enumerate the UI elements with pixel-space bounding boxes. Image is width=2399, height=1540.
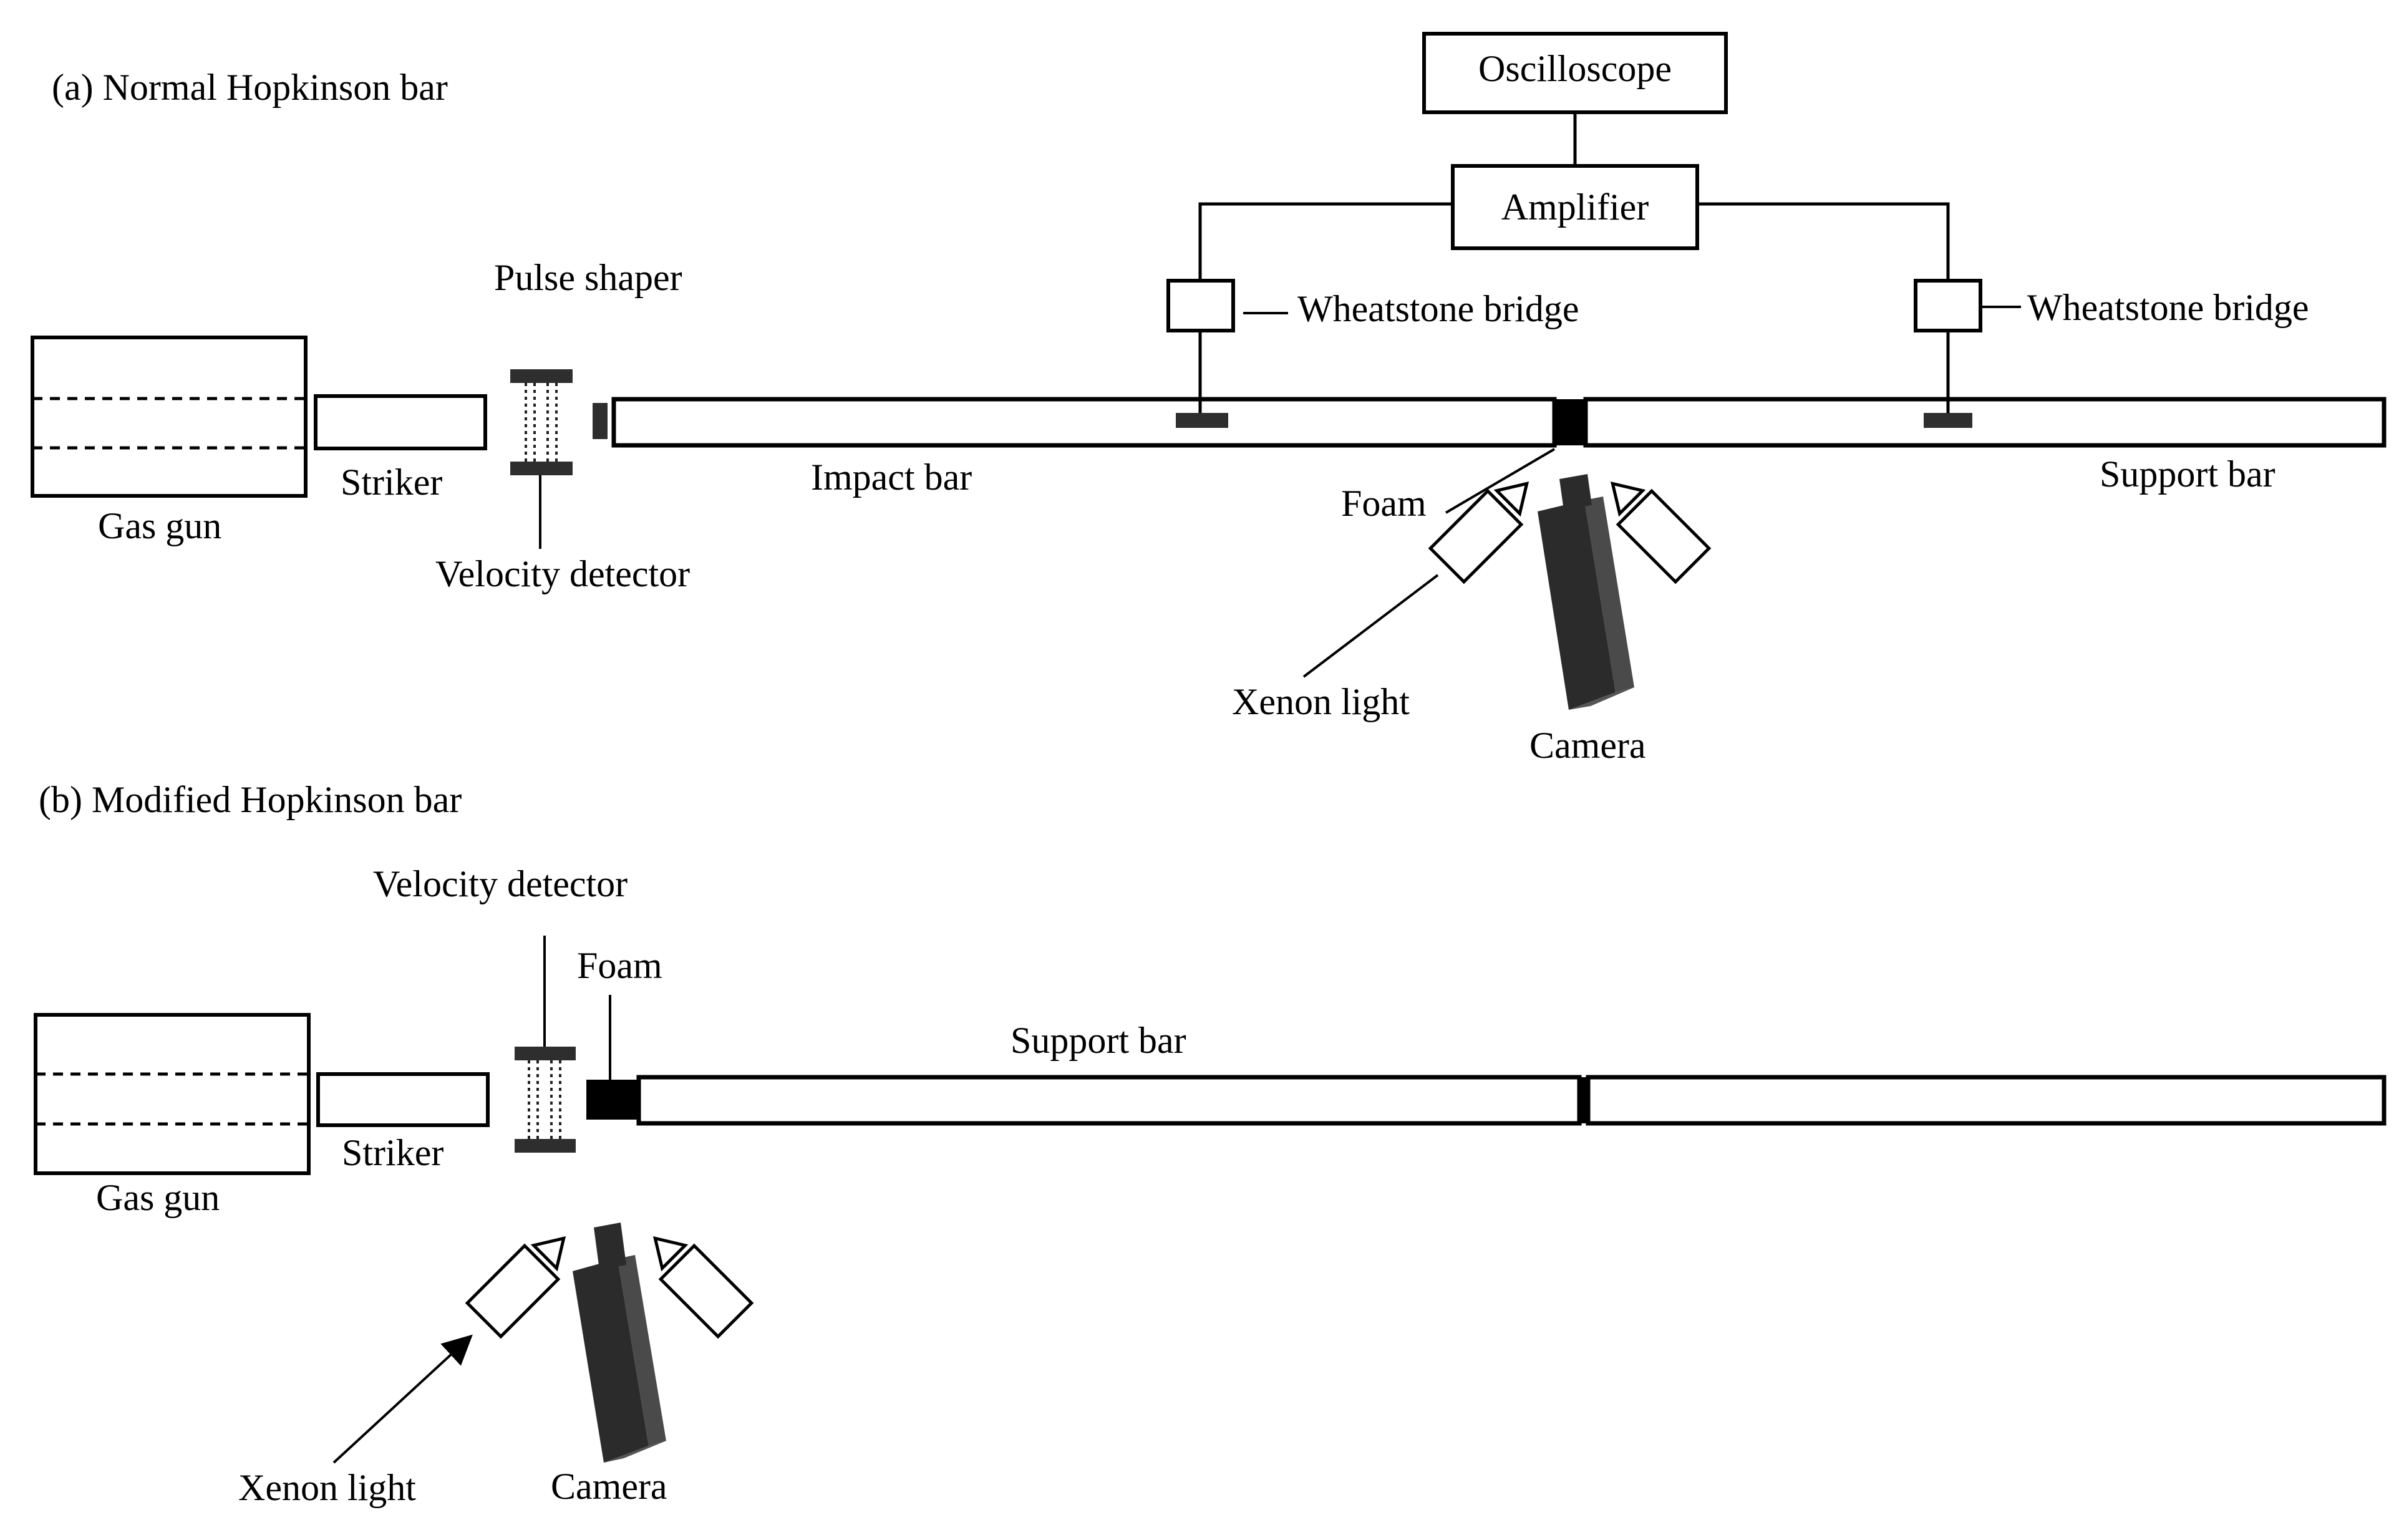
gas-gun-body xyxy=(31,336,308,498)
foam-label-a: Foam xyxy=(1341,483,1427,524)
wheatstone-bridge-right xyxy=(1914,279,1982,332)
oscilloscope-label: Oscilloscope xyxy=(1478,48,1672,89)
gas-gun-body xyxy=(34,1013,311,1175)
xenon-light-right-b xyxy=(652,1236,754,1339)
striker-label: Striker xyxy=(341,462,442,503)
panel-b: (b) Modified Hopkinson bar Gas gun Strik… xyxy=(34,779,2387,1508)
camera-a xyxy=(1538,474,1634,710)
xenon-light-left-a xyxy=(1428,481,1529,584)
support-bar-label-b: Support bar xyxy=(1010,1020,1186,1061)
impact-bar-label: Impact bar xyxy=(811,457,972,498)
velocity-detector-label-b: Velocity detector xyxy=(373,863,628,904)
velocity-detector-bottom-plate xyxy=(515,1139,576,1153)
pulse-shaper-label: Pulse shaper xyxy=(494,257,682,298)
gas-gun-label-b: Gas gun xyxy=(96,1177,220,1218)
xenon-light-right-a xyxy=(1610,481,1712,584)
velocity-detector-label: Velocity detector xyxy=(435,553,690,594)
gas-gun-b xyxy=(34,1013,311,1175)
velocity-detector-top-plate xyxy=(515,1047,576,1060)
xenon-light-label-b: Xenon light xyxy=(238,1467,416,1508)
strain-gauge-right xyxy=(1924,413,1972,428)
foam-label-b: Foam xyxy=(577,945,662,986)
impact-bar xyxy=(611,397,1557,448)
velocity-detector-bottom-plate xyxy=(510,462,573,475)
camera-label-a: Camera xyxy=(1529,725,1646,766)
oscilloscope-box xyxy=(1422,32,1728,114)
foam-specimen-b xyxy=(586,1080,639,1120)
support-bar-a xyxy=(1583,397,2387,448)
amplifier-box xyxy=(1451,164,1699,250)
wheatstone-bridge-left-label: Wheatstone bridge xyxy=(1297,288,1579,329)
striker-b xyxy=(316,1072,490,1127)
panel-b-title: (b) Modified Hopkinson bar xyxy=(39,779,462,820)
panel-a: (a) Normal Hopkinson bar Gas gun Striker… xyxy=(31,32,2387,766)
xenon-light-left-b xyxy=(465,1236,566,1339)
camera-b xyxy=(573,1223,666,1463)
velocity-detector-a xyxy=(510,369,573,549)
pulse-shaper xyxy=(593,403,608,439)
strain-gauge-left xyxy=(1176,413,1228,428)
amplifier-label: Amplifier xyxy=(1501,186,1649,228)
velocity-detector-top-plate xyxy=(510,369,573,383)
panel-a-title: (a) Normal Hopkinson bar xyxy=(52,67,448,108)
foam-specimen-a xyxy=(1554,399,1586,445)
support-bar-label-a: Support bar xyxy=(2100,453,2275,495)
support-bar-b-right xyxy=(1586,1075,2387,1126)
gas-gun-a xyxy=(31,336,308,498)
camera-label-b: Camera xyxy=(551,1466,667,1507)
gas-gun-label: Gas gun xyxy=(98,505,221,546)
support-bar-b-left xyxy=(636,1075,1582,1126)
striker-label-b: Striker xyxy=(342,1132,443,1173)
striker-a xyxy=(314,394,487,450)
velocity-detector-b xyxy=(515,936,576,1153)
xenon-light-arrow xyxy=(332,1334,473,1464)
xenon-light-label-a: Xenon light xyxy=(1232,681,1410,722)
wheatstone-bridge-left xyxy=(1166,279,1235,332)
wheatstone-bridge-right-label: Wheatstone bridge xyxy=(2027,287,2309,328)
